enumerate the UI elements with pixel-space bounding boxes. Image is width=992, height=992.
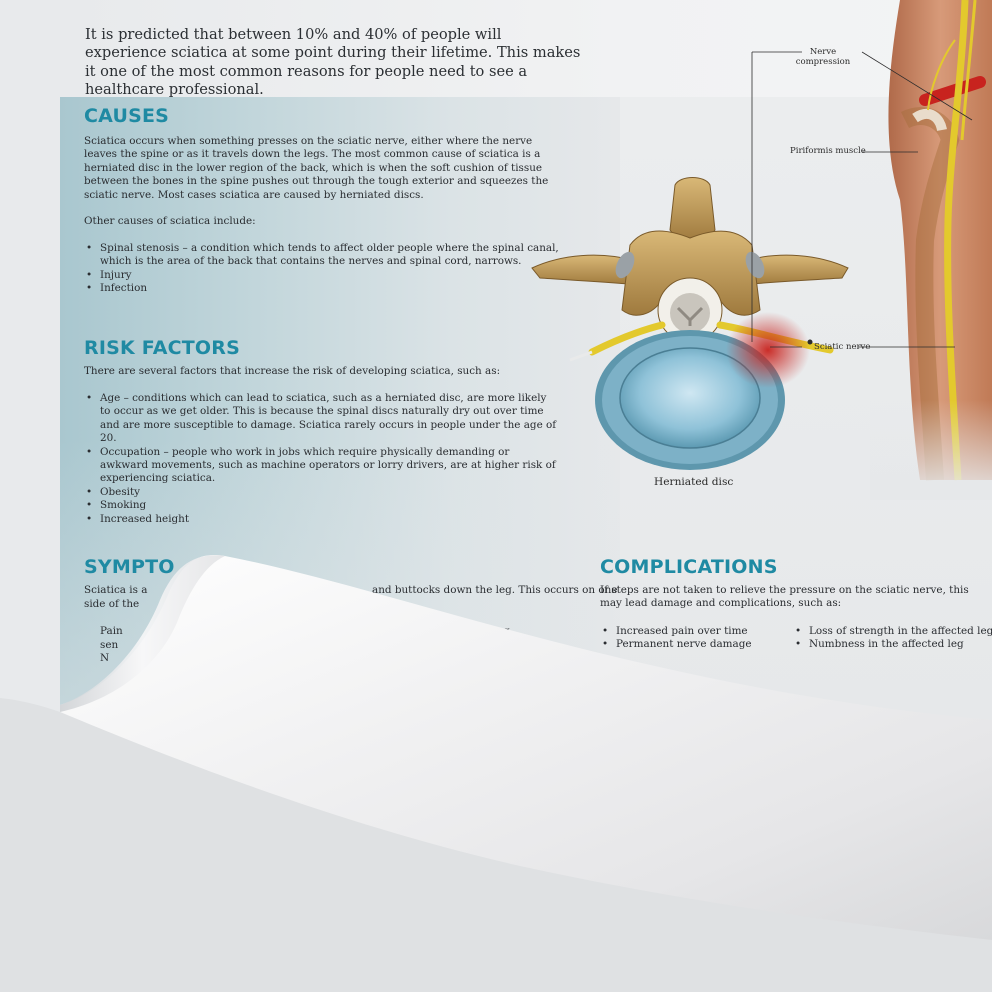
risk-factors-list: Age – conditions which can lead to sciat… xyxy=(86,392,558,526)
list-item: Obesity xyxy=(86,486,558,500)
symptoms-line2: side of the xyxy=(84,598,140,610)
risk-factors-paragraph: There are several factors that increase … xyxy=(84,365,501,377)
symptoms-item2: N xyxy=(100,652,110,664)
list-item: Numbness in the affected leg xyxy=(795,638,992,652)
disc-caption: Herniated disc xyxy=(654,476,734,488)
label-nerve-compression: Nerve compression xyxy=(795,47,851,67)
list-item: Spinal stenosis – a condition which tend… xyxy=(86,242,566,269)
complications-heading: COMPLICATIONS xyxy=(600,556,778,578)
label-sciatic-nerve: Sciatic nerve xyxy=(814,342,871,352)
list-item: Increased pain over time xyxy=(602,625,792,639)
complications-list-2: Loss of strength in the affected leg Num… xyxy=(795,625,992,652)
list-item: Loss of strength in the affected leg xyxy=(795,625,992,639)
symptoms-item1-end: burning xyxy=(468,625,510,637)
intro-paragraph: It is predicted that between 10% and 40%… xyxy=(85,25,581,99)
label-leader-lines xyxy=(751,51,973,348)
complications-list-1: Increased pain over time Permanent nerve… xyxy=(602,625,792,652)
causes-paragraph: Sciatica occurs when something presses o… xyxy=(84,135,549,201)
risk-factors-heading: RISK FACTORS xyxy=(84,337,240,359)
symptoms-item1-start: Pain xyxy=(100,625,123,637)
symptoms-line1-end: and buttocks down the leg. This occurs o… xyxy=(372,584,618,596)
list-item: Infection xyxy=(86,282,566,296)
symptoms-line1-start: Sciatica is a xyxy=(84,584,148,596)
symptoms-heading: SYMPTO xyxy=(84,556,175,578)
poster-left-edge xyxy=(0,0,60,992)
list-item: Smoking xyxy=(86,499,558,513)
causes-other-intro: Other causes of sciatica include: xyxy=(84,215,256,227)
list-item: Occupation – people who work in jobs whi… xyxy=(86,446,558,486)
list-item: Injury xyxy=(86,269,566,283)
list-item: Age – conditions which can lead to sciat… xyxy=(86,392,558,446)
complications-paragraph: If steps are not taken to relieve the pr… xyxy=(600,584,969,610)
causes-list: Spinal stenosis – a condition which tend… xyxy=(86,242,566,296)
label-piriformis: Piriformis muscle xyxy=(790,146,866,156)
complications-fragment: or con xyxy=(960,763,979,789)
symptoms-item1-cont: sen xyxy=(100,639,119,651)
poster-sheet: It is predicted that between 10% and 40%… xyxy=(60,0,992,992)
list-item: Permanent nerve damage xyxy=(602,638,792,652)
causes-heading: CAUSES xyxy=(84,105,170,127)
list-item: Increased height xyxy=(86,513,558,527)
